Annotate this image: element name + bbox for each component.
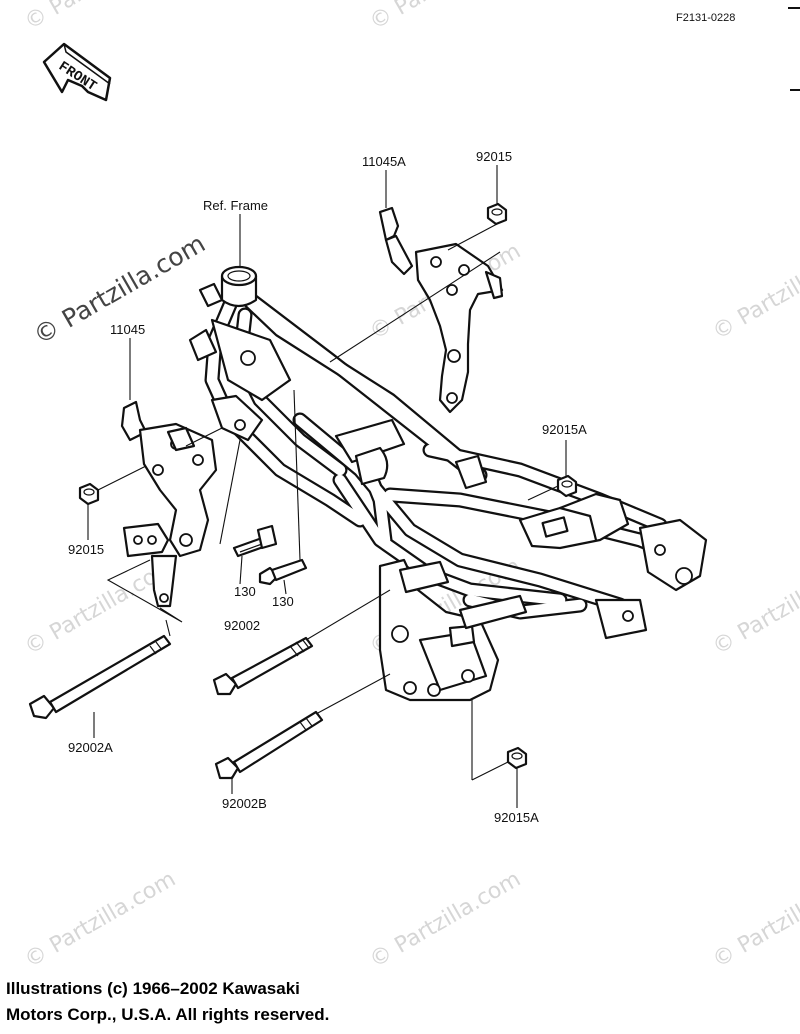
nut-92015-left-icon (78, 482, 100, 506)
watermark: © Partzilla.com (709, 554, 800, 661)
callout-labels: Ref. Frame 11045A 92015 11045 92015 9201… (68, 149, 587, 825)
callout-130-b: 130 (272, 594, 294, 609)
watermark-layer: © Partzilla.com © Partzilla.com © Partzi… (21, 0, 800, 973)
callout-92015-left: 92015 (68, 542, 104, 557)
copyright-line-1: Illustrations (c) 1966–2002 Kawasaki (6, 979, 300, 998)
cross-member (334, 418, 406, 464)
bolt-130-lower-icon (258, 558, 308, 586)
callout-92002A: 92002A (68, 740, 113, 755)
callout-11045: 11045 (110, 322, 145, 337)
steering-head (188, 265, 258, 362)
nut-92015A-right-icon (556, 474, 578, 498)
callout-11045A: 11045A (362, 154, 406, 169)
leader-lines (87, 165, 567, 808)
watermark: © Partzilla.com (366, 0, 526, 35)
front-engine-bracket (120, 400, 218, 608)
bolt-130-upper-icon (232, 524, 278, 558)
watermark: © Partzilla.com (366, 867, 526, 974)
callout-92015A-bottom: 92015A (494, 810, 539, 825)
callout-92002B: 92002B (222, 796, 267, 811)
watermark: © Partzilla.com (21, 867, 181, 974)
bolt-92002B-icon (214, 710, 324, 780)
bolt-92002A-icon (28, 634, 172, 720)
watermark: © Partzilla.com (21, 0, 181, 35)
callout-ref-frame: Ref. Frame (203, 198, 268, 213)
rear-cross-plate (638, 518, 708, 592)
nut-92015-top-icon (486, 202, 508, 226)
copyright-footer: Illustrations (c) 1966–2002 Kawasaki Mot… (6, 976, 329, 1028)
callout-92002: 92002 (224, 618, 260, 633)
front-arrow-icon: FRONT (42, 42, 112, 102)
right-engine-bracket (378, 206, 504, 414)
motorcycle-frame (188, 265, 708, 702)
front-down-mount (210, 394, 264, 442)
callout-130-a: 130 (234, 584, 256, 599)
figure-code: F2131-0228 (676, 12, 735, 24)
callout-92015A-right: 92015A (542, 422, 587, 437)
nut-92015A-bottom-icon (506, 746, 528, 770)
callout-92015-top: 92015 (476, 149, 512, 164)
watermark: © Partzilla.com (709, 867, 800, 974)
copyright-line-2: Motors Corp., U.S.A. All rights reserved… (6, 1005, 330, 1024)
watermark: © Partzilla.com (709, 239, 800, 346)
bolt-92002-icon (212, 636, 314, 696)
